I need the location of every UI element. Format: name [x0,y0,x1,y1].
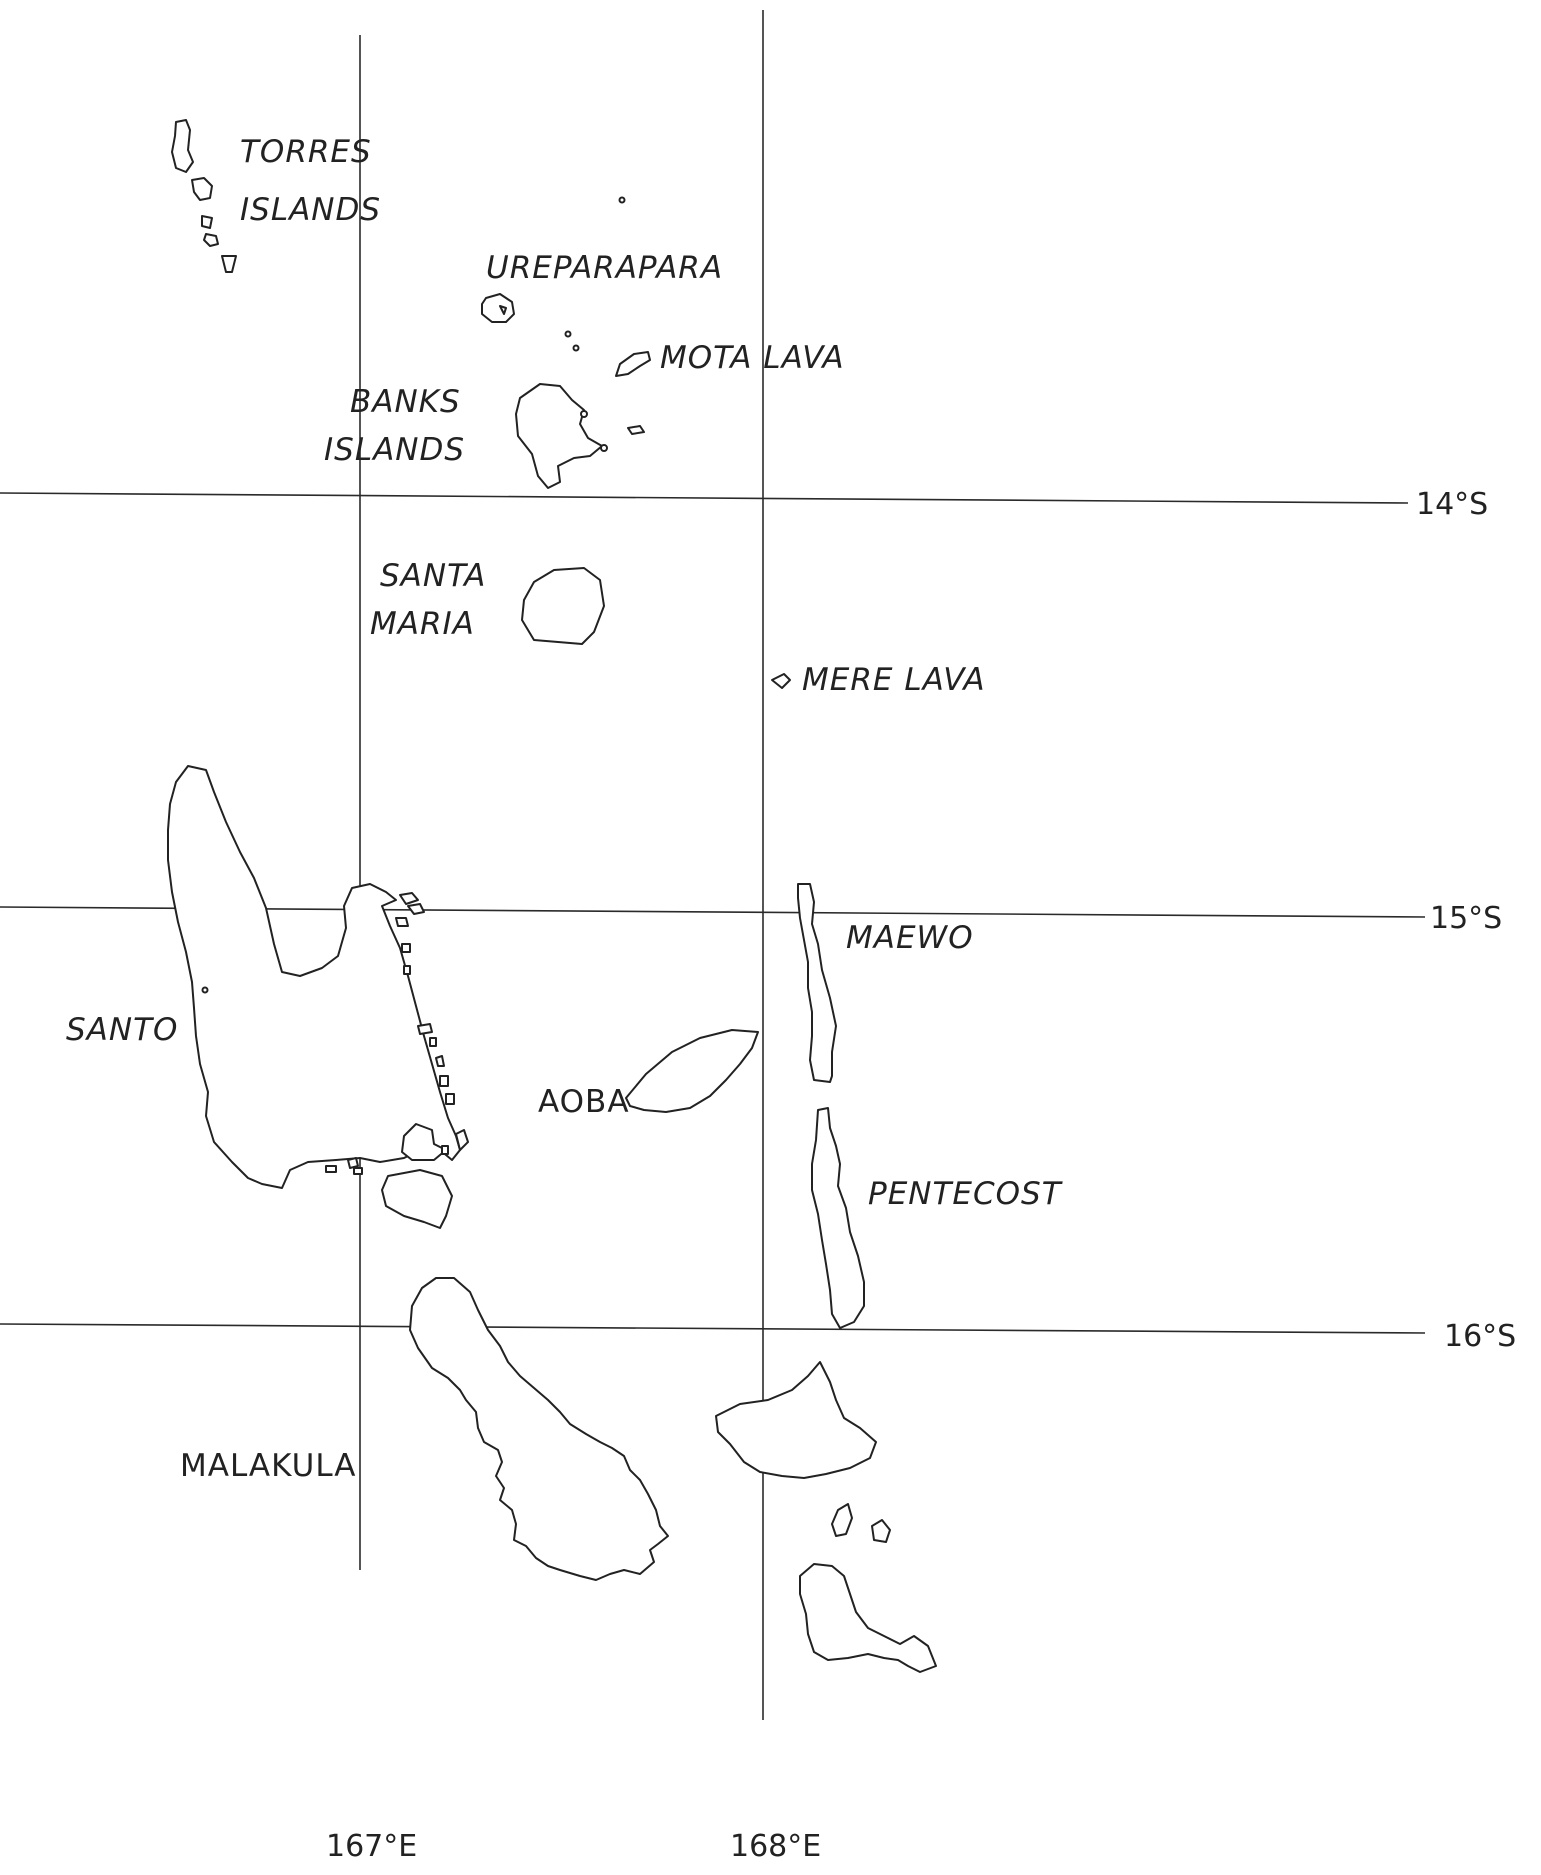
islet [353,1167,363,1175]
paama-island [831,1503,853,1537]
torres-island-1 [171,119,194,173]
torres-island-5 [221,255,237,273]
label-banks-1: BANKS [350,384,461,420]
torres-island-2 [191,177,213,201]
parallel-14s [0,492,1409,504]
label-lon-168e: 168°E [730,1829,821,1864]
islet [347,1157,359,1169]
islet [395,917,409,927]
label-maewo: MAEWO [846,920,974,956]
label-lat-15s: 15°S [1430,901,1502,936]
label-banks-2: ISLANDS [324,432,465,468]
aore-island [381,1169,453,1229]
ureparapara-island [481,293,515,323]
islet [417,1023,433,1035]
islet [407,903,425,915]
label-santa-maria-1: SANTA [380,558,486,594]
label-lat-16s: 16°S [1444,1319,1516,1354]
islet [429,1037,437,1047]
maewo-island [797,883,837,1083]
label-mere-lava: MERE LAVA [802,662,986,698]
islet [572,344,580,352]
label-lat-14s: 14°S [1416,487,1488,522]
epi-island [799,1563,937,1673]
aoba-island [625,1029,759,1113]
islet [627,425,645,435]
islet [325,1165,337,1173]
label-santa-maria-2: MARIA [370,606,475,642]
islet [618,196,626,204]
label-pentecost: PENTECOST [868,1176,1063,1212]
coordinate-labels: 14°S 15°S 16°S 167°E 168°E [326,487,1516,1864]
label-ureparapara: UREPARAPARA [486,250,723,286]
torres-island-3 [201,215,213,229]
islet [580,410,588,418]
torres-island-4 [203,233,219,247]
islet [600,444,608,452]
label-santo: SANTO [66,1012,178,1048]
label-mota-lava: MOTA LAVA [660,340,845,376]
place-labels: TORRES ISLANDS UREPARAPARA MOTA LAVA BAN… [66,134,1063,1484]
islet [201,986,209,994]
label-lon-167e: 167°E [326,1829,417,1864]
islet [439,1075,449,1087]
label-torres-2: ISLANDS [240,192,381,228]
vanua-lava-island [515,383,603,489]
ambrym-island [715,1361,877,1479]
islet [441,1145,449,1155]
islet [401,943,411,953]
pentecost-island [811,1107,865,1329]
label-aoba: AOBA [538,1084,630,1120]
islet [403,965,411,975]
mota-lava-island [615,351,651,377]
islet [399,892,419,905]
label-malakula: MALAKULA [180,1448,357,1484]
islet [564,330,572,338]
islet [455,1129,469,1151]
lopevi-island [871,1519,891,1543]
mere-lava-island [771,673,791,689]
parallel-16s [0,1323,1426,1334]
islet [445,1093,455,1105]
santa-maria-island [521,567,605,645]
islet [435,1055,445,1067]
malakula-island [409,1277,669,1581]
label-torres-1: TORRES [240,134,372,170]
islands [167,119,937,1673]
